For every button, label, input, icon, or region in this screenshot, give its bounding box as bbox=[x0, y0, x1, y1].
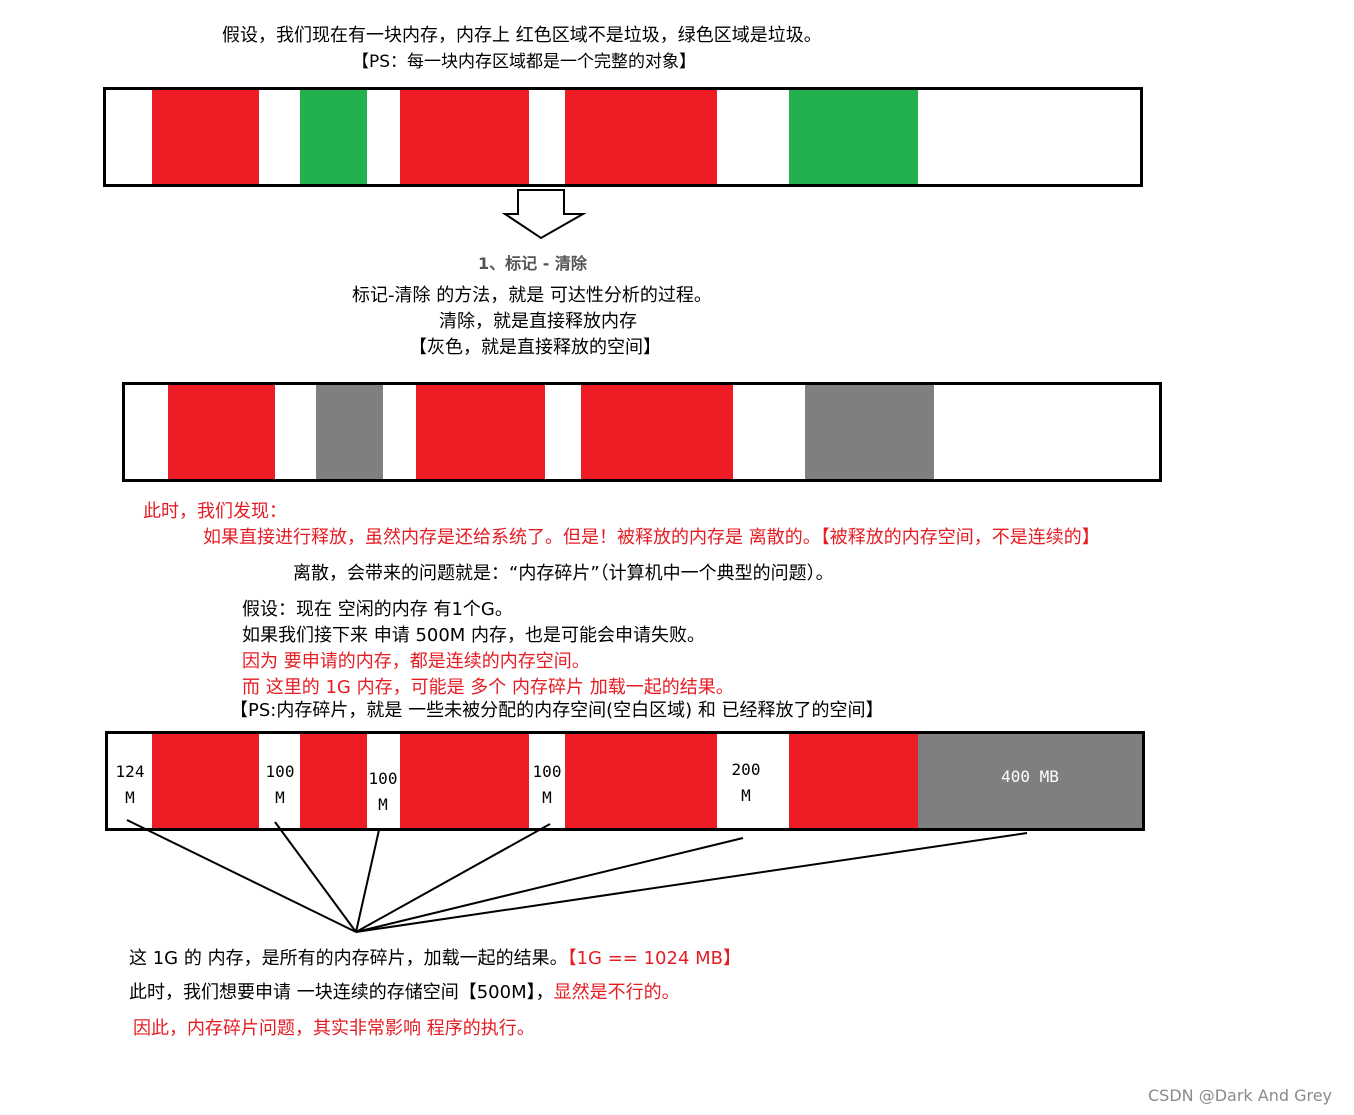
garbage-object-block bbox=[300, 90, 367, 184]
watermark: CSDN @Dark And Grey bbox=[1148, 1086, 1333, 1105]
conclusion-line-2: 此时，我们想要申请 一块连续的存储空间【500M】，显然是不行的。 bbox=[129, 982, 680, 1003]
live-object-block bbox=[400, 734, 529, 828]
example-line-4: 而 这里的 1G 内存，可能是 多个 内存碎片 加载一起的结果。 bbox=[242, 677, 734, 698]
section-desc-3: 【灰色，就是直接释放的空间】 bbox=[409, 337, 661, 358]
live-object-block bbox=[565, 734, 717, 828]
example-line-5: 【PS:内存碎片，就是 一些未被分配的内存空间(空白区域) 和 已经释放了的空间… bbox=[230, 700, 884, 721]
memory-bar-after-sweep bbox=[122, 382, 1162, 482]
section-desc-2: 清除，就是直接释放内存 bbox=[439, 311, 637, 332]
live-object-block bbox=[789, 734, 918, 828]
live-object-block bbox=[416, 385, 545, 479]
live-object-block bbox=[300, 734, 367, 828]
live-object-block bbox=[152, 90, 259, 184]
fragment-label-400mb: 400 MB bbox=[1001, 767, 1059, 786]
conclusion-line-3: 因此，内存碎片问题，其实非常影响 程序的执行。 bbox=[133, 1018, 535, 1039]
observation-line-1: 此时，我们发现： bbox=[143, 501, 287, 522]
freed-space-block: 400 MB bbox=[918, 734, 1142, 828]
freed-space-block bbox=[316, 385, 383, 479]
example-line-1: 假设：现在 空闲的内存 有1个G。 bbox=[242, 599, 513, 620]
observation-line-3: 离散，会带来的问题就是：“内存碎片”（计算机中一个典型的问题）。 bbox=[293, 563, 834, 584]
memory-bar-initial bbox=[103, 87, 1143, 187]
example-line-2: 如果我们接下来 申请 500M 内存，也是可能会申请失败。 bbox=[242, 625, 706, 646]
freed-space-block bbox=[805, 385, 934, 479]
conclusion-line-1: 这 1G 的 内存，是所有的内存碎片，加载一起的结果。【1G == 1024 M… bbox=[129, 948, 741, 969]
intro-line-1: 假设，我们现在有一块内存，内存上 红色区域不是垃圾，绿色区域是垃圾。 bbox=[222, 25, 822, 46]
live-object-block bbox=[168, 385, 275, 479]
live-object-block bbox=[565, 90, 717, 184]
live-object-block bbox=[152, 734, 259, 828]
observation-line-2: 如果直接进行释放，虽然内存是还给系统了。但是！被释放的内存是 离散的。【被释放的… bbox=[203, 527, 1100, 548]
section-desc-1: 标记-清除 的方法，就是 可达性分析的过程。 bbox=[352, 285, 712, 306]
example-line-3: 因为 要申请的内存，都是连续的内存空间。 bbox=[242, 651, 590, 672]
garbage-object-block bbox=[789, 90, 918, 184]
section-title: 1、标记 - 清除 bbox=[478, 254, 587, 273]
live-object-block bbox=[581, 385, 733, 479]
live-object-block bbox=[400, 90, 529, 184]
intro-line-2: 【PS：每一块内存区域都是一个完整的对象】 bbox=[352, 52, 697, 72]
